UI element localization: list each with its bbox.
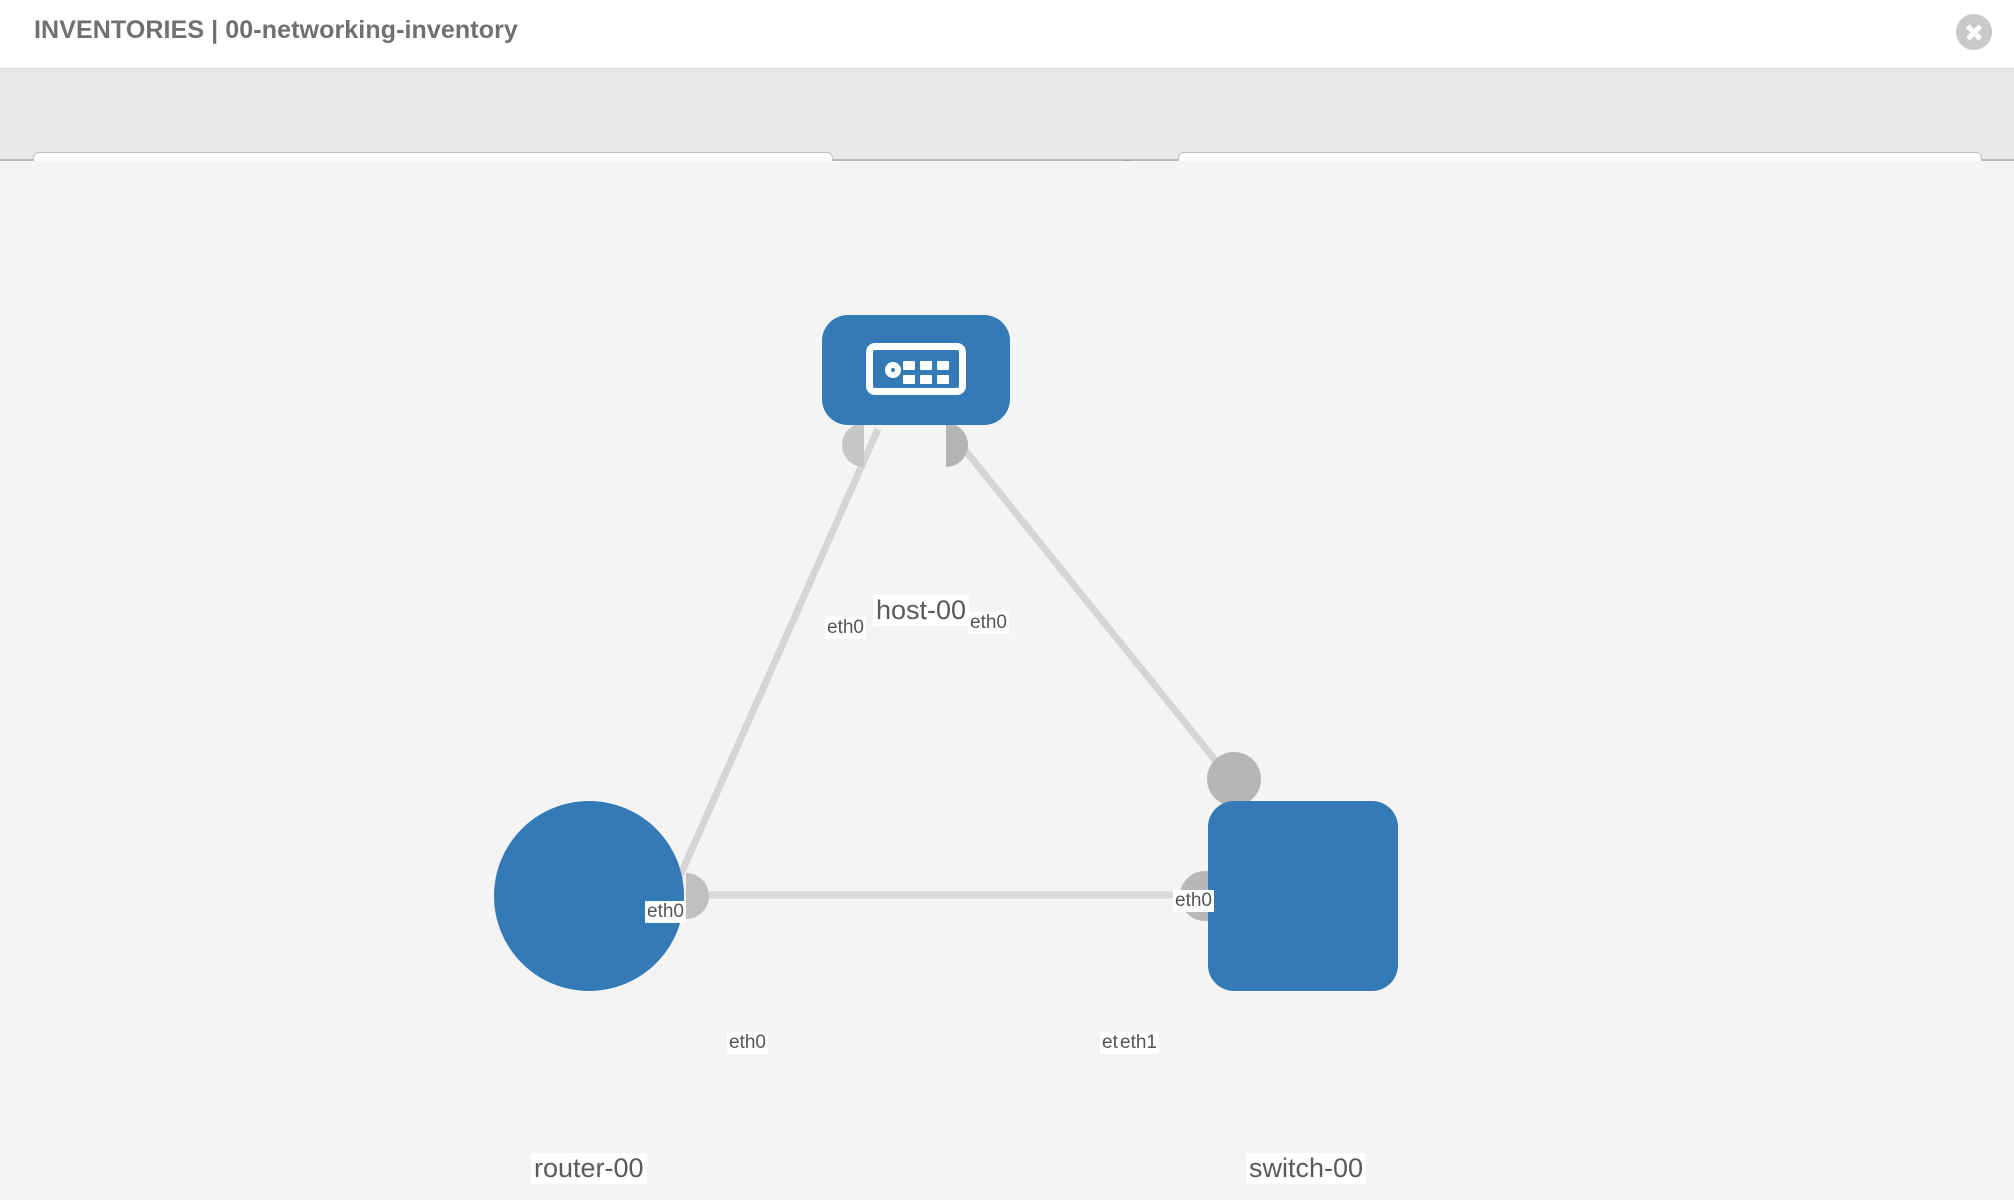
connector-router-right (686, 873, 709, 919)
title-bar: INVENTORIES | 00-networking-inventory (0, 0, 2014, 68)
toolbar: ACTIONS SEARCH (0, 68, 2014, 204)
node-switch-00[interactable] (1208, 801, 1398, 991)
connector-host-left (842, 423, 864, 467)
link-host-switch (945, 426, 1235, 784)
topology-links (534, 423, 1359, 986)
node-router-00[interactable] (494, 801, 684, 991)
node-label-router-00: router-00 (531, 1153, 647, 1184)
page-title: INVENTORIES | 00-networking-inventory (34, 16, 518, 44)
port-label-host-right: eth0 (968, 612, 1009, 634)
node-label-switch-00: switch-00 (1246, 1153, 1367, 1184)
port-label-router-right: eth0 (727, 1032, 768, 1054)
server-led-icon (885, 362, 901, 378)
connector-host-right (946, 423, 968, 467)
close-icon[interactable] (1956, 14, 1992, 50)
link-host-router (664, 427, 882, 905)
port-label-router-uplink: eth0 (645, 901, 686, 923)
port-label-host-left: eth0 (825, 617, 866, 639)
node-label-host-00: host-00 (873, 595, 970, 626)
node-host-00[interactable] (822, 315, 1010, 425)
topology-canvas[interactable]: host-00 router-00 switch-00 eth0 eth0 et… (0, 161, 2014, 1200)
port-label-switch-uplink: eth0 (1173, 890, 1214, 912)
server-icon (866, 343, 966, 395)
port-label-switch-left-b: eth1 (1118, 1032, 1159, 1054)
server-ports-icon (903, 361, 949, 384)
connector-switch-top (1207, 752, 1261, 806)
